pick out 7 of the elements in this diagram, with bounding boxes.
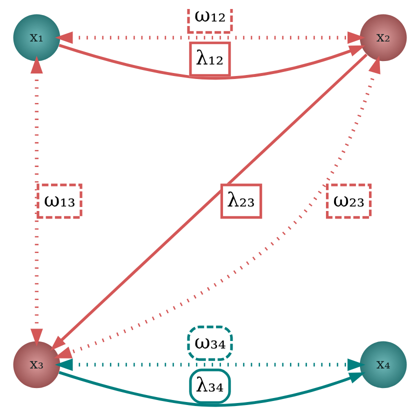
edge-label: λ₁₂ — [196, 46, 224, 70]
edge-label: ω₁₃ — [44, 188, 76, 212]
edge-label: ω₂₃ — [333, 188, 365, 212]
edge-label: ω₃₄ — [194, 330, 226, 354]
edge-label: λ₂₃ — [226, 188, 255, 212]
edge-label: λ₃₄ — [196, 373, 224, 396]
edge-label: ω₁₂ — [194, 3, 226, 26]
